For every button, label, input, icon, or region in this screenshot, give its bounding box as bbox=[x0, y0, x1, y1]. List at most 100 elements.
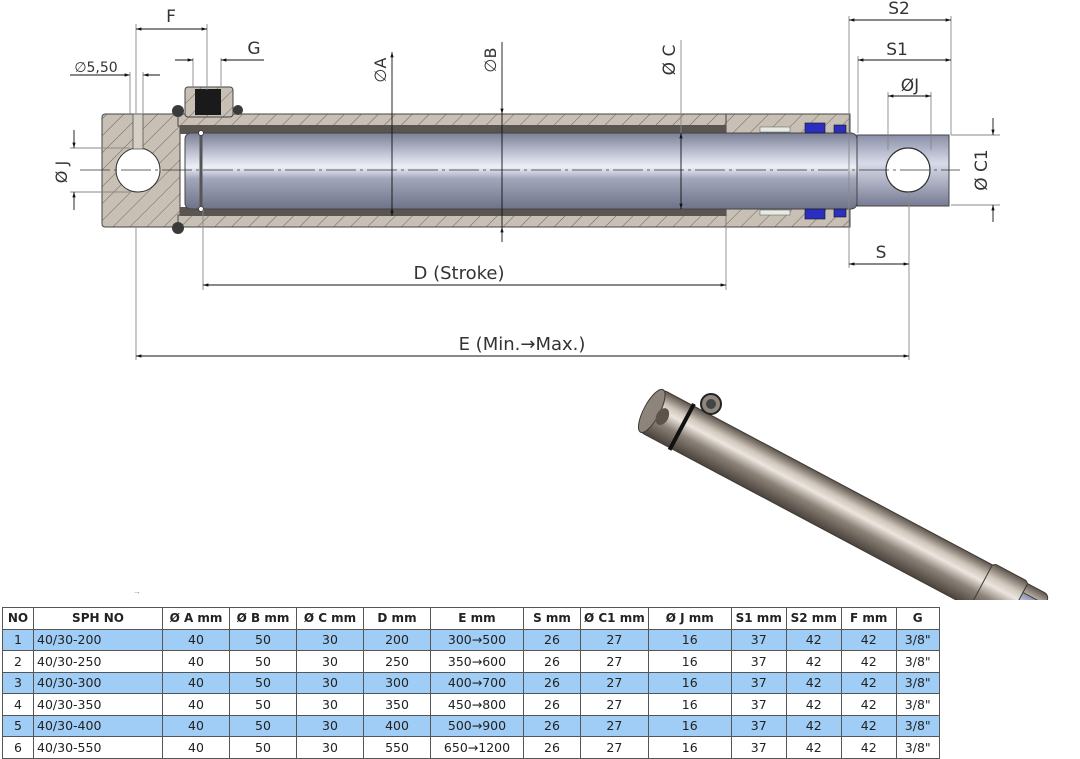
cell-a: 40 bbox=[162, 714, 230, 737]
cell-c: 30 bbox=[296, 628, 364, 651]
cell-d: 250 bbox=[363, 650, 431, 673]
cylinder-section-view bbox=[80, 86, 960, 234]
cell-sph-no: 40/30-200 bbox=[33, 628, 163, 651]
cell-s2: 42 bbox=[785, 736, 842, 759]
col-header-s2: S2 mm bbox=[785, 607, 842, 630]
cell-a: 40 bbox=[162, 671, 230, 694]
cell-e: 650→1200 bbox=[430, 736, 524, 759]
cell-s2: 42 bbox=[785, 714, 842, 737]
cell-c1: 27 bbox=[580, 714, 649, 737]
label-g: G bbox=[247, 39, 260, 59]
cell-sph-no: 40/30-300 bbox=[33, 671, 163, 694]
cell-c1: 27 bbox=[580, 693, 649, 716]
col-header-e: E mm bbox=[430, 607, 524, 630]
spec-table: NO SPH NO Ø A mm Ø B mm Ø C mm D mm E mm… bbox=[2, 607, 940, 759]
dimension-labels: F G ∅5,50 Ø J ∅A ∅B Ø C S2 S1 ØJ Ø C1 S … bbox=[52, 0, 992, 355]
label-c1: Ø C1 bbox=[972, 149, 992, 190]
table-row: 3 40/30-300 40 50 30 300 400→700 26 27 1… bbox=[2, 671, 940, 694]
cell-sph-no: 40/30-400 bbox=[33, 714, 163, 737]
cell-no: 3 bbox=[2, 671, 34, 694]
label-e: E (Min.→Max.) bbox=[459, 334, 586, 355]
label-stroke: D (Stroke) bbox=[414, 263, 505, 284]
cell-c: 30 bbox=[296, 650, 364, 673]
col-header-j: Ø J mm bbox=[647, 607, 732, 630]
col-header-b: Ø B mm bbox=[229, 607, 297, 630]
cell-g: 3/8" bbox=[895, 628, 940, 651]
cell-g: 3/8" bbox=[895, 714, 940, 737]
cell-j: 16 bbox=[647, 693, 732, 716]
cell-g: 3/8" bbox=[895, 671, 940, 694]
col-header-s1: S1 mm bbox=[730, 607, 787, 630]
dimension-lines bbox=[70, 16, 1000, 360]
cell-no: 5 bbox=[2, 714, 34, 737]
cylinder-technical-drawing: F G ∅5,50 Ø J ∅A ∅B Ø C S2 S1 ØJ Ø C1 S … bbox=[52, 0, 1073, 600]
cell-c1: 27 bbox=[580, 628, 649, 651]
cell-f: 42 bbox=[840, 693, 897, 716]
cell-d: 200 bbox=[363, 628, 431, 651]
col-header-c1: Ø C1 mm bbox=[580, 607, 649, 630]
cell-f: 42 bbox=[840, 628, 897, 651]
col-header-g: G bbox=[895, 607, 940, 630]
cell-j: 16 bbox=[647, 736, 732, 759]
table-row: 6 40/30-550 40 50 30 550 650→1200 26 27 … bbox=[2, 736, 940, 759]
cell-c1: 27 bbox=[580, 671, 649, 694]
cell-c: 30 bbox=[296, 714, 364, 737]
cell-s2: 42 bbox=[785, 650, 842, 673]
cell-g: 3/8" bbox=[895, 650, 940, 673]
cell-s1: 37 bbox=[730, 628, 787, 651]
table-row: 2 40/30-250 40 50 30 250 350→600 26 27 1… bbox=[2, 650, 940, 673]
cell-b: 50 bbox=[229, 714, 297, 737]
cell-b: 50 bbox=[229, 650, 297, 673]
cell-j: 16 bbox=[647, 714, 732, 737]
cell-j: 16 bbox=[647, 650, 732, 673]
table-row: 1 40/30-200 40 50 30 200 300→500 26 27 1… bbox=[2, 628, 940, 651]
cell-d: 300 bbox=[363, 671, 431, 694]
cell-s2: 42 bbox=[785, 628, 842, 651]
col-header-sph-no: SPH NO bbox=[33, 607, 163, 630]
cell-j: 16 bbox=[647, 671, 732, 694]
cell-f: 42 bbox=[840, 650, 897, 673]
arrow-mark: → bbox=[133, 587, 141, 596]
label-s: S bbox=[876, 243, 887, 263]
cell-d: 400 bbox=[363, 714, 431, 737]
cell-no: 1 bbox=[2, 628, 34, 651]
cell-s: 26 bbox=[523, 671, 581, 694]
cell-sph-no: 40/30-250 bbox=[33, 650, 163, 673]
cell-d: 350 bbox=[363, 693, 431, 716]
label-a: ∅A bbox=[371, 58, 390, 83]
cell-no: 4 bbox=[2, 693, 34, 716]
cell-e: 300→500 bbox=[430, 628, 524, 651]
label-s2: S2 bbox=[888, 0, 910, 19]
cell-c1: 27 bbox=[580, 650, 649, 673]
cell-c: 30 bbox=[296, 671, 364, 694]
cell-b: 50 bbox=[229, 693, 297, 716]
cell-s1: 37 bbox=[730, 650, 787, 673]
cell-no: 2 bbox=[2, 650, 34, 673]
col-header-d: D mm bbox=[363, 607, 431, 630]
cell-c: 30 bbox=[296, 693, 364, 716]
cell-g: 3/8" bbox=[895, 736, 940, 759]
cell-e: 450→800 bbox=[430, 693, 524, 716]
cell-s: 26 bbox=[523, 714, 581, 737]
table-header-row: NO SPH NO Ø A mm Ø B mm Ø C mm D mm E mm… bbox=[2, 607, 940, 630]
cell-s1: 37 bbox=[730, 693, 787, 716]
cell-f: 42 bbox=[840, 671, 897, 694]
col-header-a: Ø A mm bbox=[162, 607, 230, 630]
label-c: Ø C bbox=[660, 45, 680, 76]
cell-e: 350→600 bbox=[430, 650, 524, 673]
cell-d: 550 bbox=[363, 736, 431, 759]
cell-e: 400→700 bbox=[430, 671, 524, 694]
cell-c1: 27 bbox=[580, 736, 649, 759]
cell-s: 26 bbox=[523, 736, 581, 759]
label-f: F bbox=[166, 7, 176, 27]
cell-e: 500→900 bbox=[430, 714, 524, 737]
cell-sph-no: 40/30-550 bbox=[33, 736, 163, 759]
cell-a: 40 bbox=[162, 693, 230, 716]
cell-s: 26 bbox=[523, 693, 581, 716]
cell-s2: 42 bbox=[785, 671, 842, 694]
cell-s2: 42 bbox=[785, 693, 842, 716]
cell-b: 50 bbox=[229, 628, 297, 651]
cell-a: 40 bbox=[162, 628, 230, 651]
col-header-no: NO bbox=[2, 607, 34, 630]
cell-a: 40 bbox=[162, 650, 230, 673]
